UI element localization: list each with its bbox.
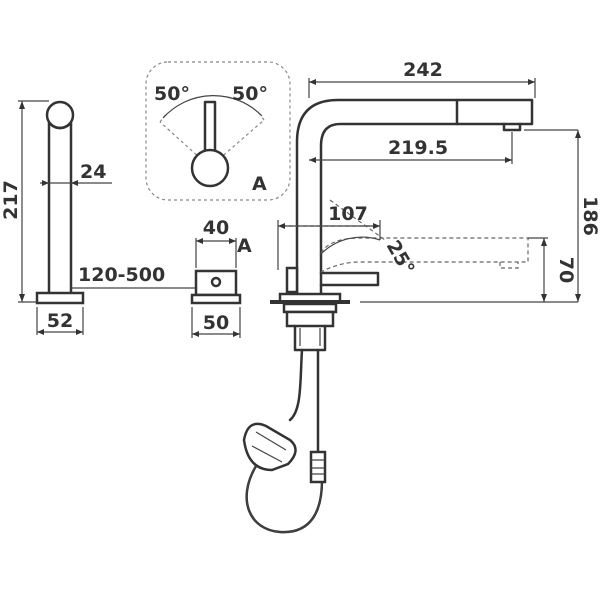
dim-spout-length: 219.5 — [388, 137, 448, 159]
dim-diameter: 24 — [80, 161, 106, 183]
handle-block-view: 40 A 50 — [190, 217, 252, 338]
dim-spout-clearance: 70 — [555, 257, 577, 283]
dim-total-length: 242 — [403, 59, 443, 81]
detail-marker: A — [252, 173, 267, 195]
side-view-base — [35, 291, 85, 305]
side-view: 217 24 120-500 52 — [0, 100, 196, 335]
handle-detail-box: 50° 50° A — [145, 61, 291, 201]
dim-deck-thickness: 120-500 — [78, 264, 165, 286]
handle-knob — [190, 148, 230, 188]
dim-side-base-width: 52 — [47, 310, 73, 332]
dim-body-height: 186 — [579, 196, 600, 236]
dim-handle-block-base: 50 — [203, 312, 229, 334]
hose-weight — [242, 422, 297, 472]
dim-handle-block-width: 40 — [203, 217, 229, 239]
dim-handle-angle-left: 50° — [154, 83, 190, 105]
hose-connector — [309, 450, 327, 484]
faucet-main-view: 242 219.5 186 107 25° 70 — [242, 59, 600, 534]
detail-ref: A — [237, 235, 252, 257]
dim-side-height: 217 — [0, 180, 22, 220]
dim-pull-angle: 25° — [382, 237, 419, 279]
dim-handle-angle-right: 50° — [232, 83, 268, 105]
dim-handle-length: 107 — [328, 203, 368, 225]
